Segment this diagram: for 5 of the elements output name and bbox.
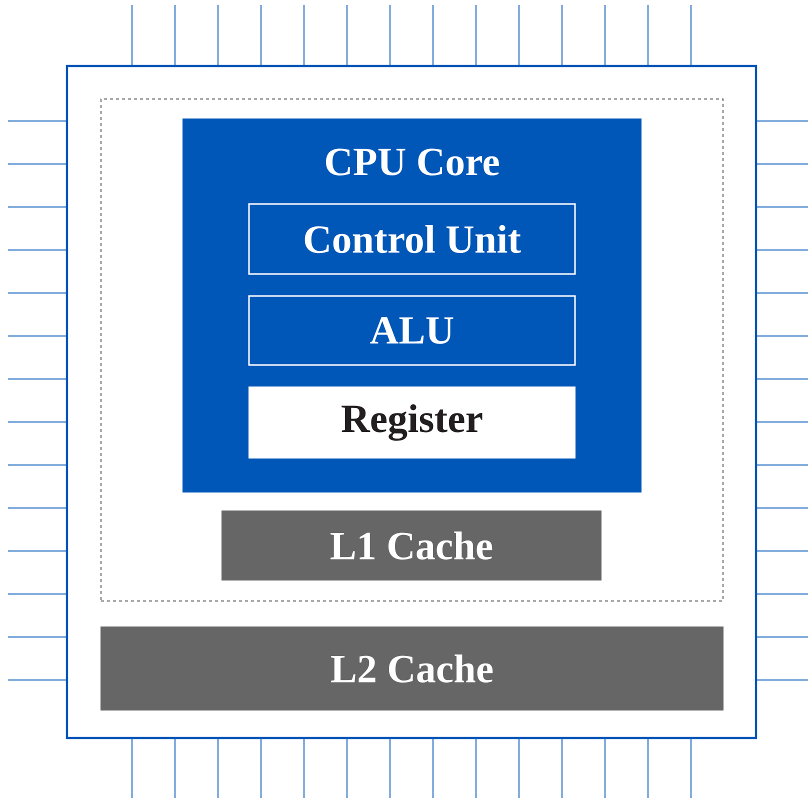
cache-box: L2 Cache bbox=[100, 626, 724, 710]
unit-box: ALU bbox=[248, 295, 576, 366]
register-box: Register bbox=[248, 386, 576, 458]
cache-box: L1 Cache bbox=[222, 510, 602, 580]
unit-box: Control Unit bbox=[248, 203, 576, 275]
